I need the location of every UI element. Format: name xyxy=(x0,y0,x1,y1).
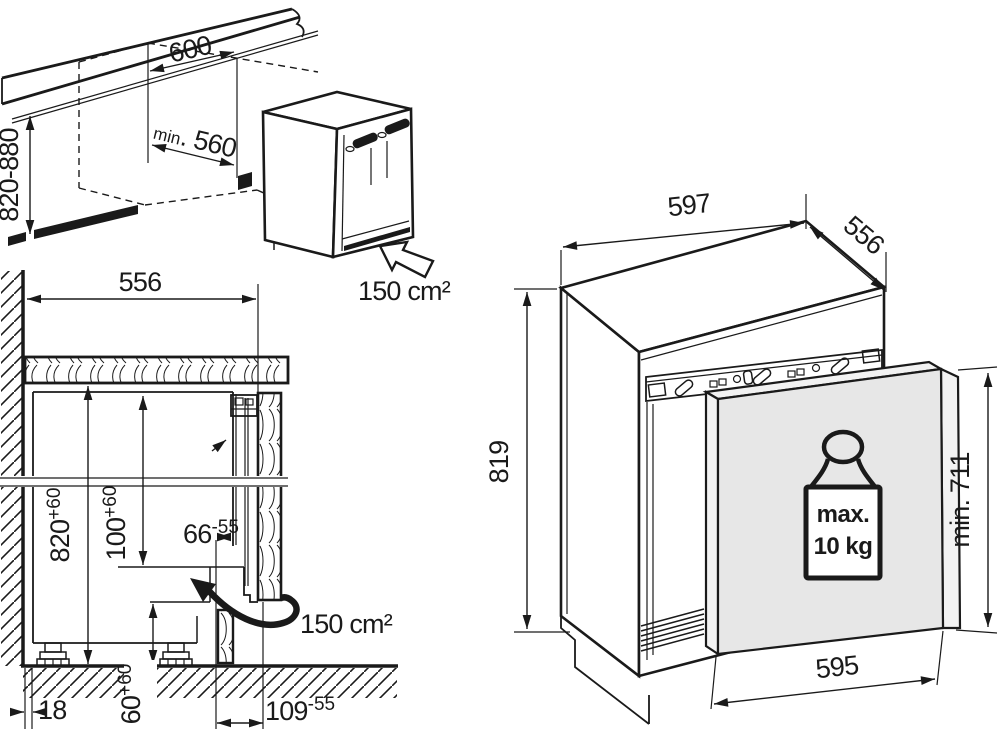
section-vent-area-label: 150 cm² xyxy=(300,609,393,639)
section-width-label: 556 xyxy=(119,267,162,297)
dimension-niche-depth: min. 560 xyxy=(151,115,239,166)
niche-vent-block xyxy=(238,172,252,190)
appliance-height-label: 819 xyxy=(484,441,514,484)
dimension-plinth-height: 60+60 xyxy=(115,604,158,728)
wall-hatching xyxy=(1,271,22,666)
furniture-door-section xyxy=(256,391,283,602)
base-clearance-label: 100+60 xyxy=(100,486,131,561)
door-weight-label-line2: 10 kg xyxy=(814,533,873,560)
rear-gap-label: 18 xyxy=(38,695,66,725)
plinth-depth-label: 109-55 xyxy=(265,694,335,726)
door-panel: max. 10 kg xyxy=(702,360,962,657)
section-break-lines xyxy=(0,476,289,487)
door-mounting-bracket xyxy=(211,394,258,453)
dimension-appliance-width: 597 xyxy=(560,188,807,285)
appliance-isometric-small xyxy=(261,90,415,259)
air-intake-arrow-icon xyxy=(378,240,435,279)
appliance-width-label: 597 xyxy=(666,188,712,222)
door-min-height-label: min. 711 xyxy=(945,452,975,547)
floor-hatching xyxy=(23,668,397,698)
max-door-weight-icon: max. 10 kg xyxy=(803,429,883,581)
dimension-plinth-depth: 109-55 xyxy=(217,602,335,729)
niche-floor-strip xyxy=(8,172,252,246)
cross-section-diagram: 556 820+60 100+60 66-55 18 60+60 xyxy=(0,267,398,729)
dimension-appliance-height: 819 xyxy=(484,288,570,633)
appliance-depth-label: 556 xyxy=(838,210,890,260)
niche-height-label: 820-880 xyxy=(0,128,24,222)
front-gap-label: 66-55 xyxy=(183,517,239,549)
plinth-board-section xyxy=(216,608,235,665)
dimension-door-min-height: min. 711 xyxy=(945,366,998,634)
vent-grille-strip xyxy=(344,227,410,251)
door-width-label: 595 xyxy=(814,650,860,685)
vent-grille-lines xyxy=(640,608,705,652)
plinth-base xyxy=(560,616,650,725)
worktop-section xyxy=(23,355,290,385)
plinth-height-label: 60+60 xyxy=(115,664,146,725)
appliance-dimensions-diagram: max. 10 kg 597 556 819 min. 711 xyxy=(484,188,998,725)
section-niche-height-label: 820+60 xyxy=(44,488,75,563)
dimension-front-gap: 66-55 xyxy=(183,517,239,729)
dimension-section-width: 556 xyxy=(27,267,259,420)
door-weight-label-line1: max. xyxy=(817,501,870,528)
dimension-niche-height: 820-880 xyxy=(0,116,35,234)
mounting-bracket-icons xyxy=(345,118,410,153)
adjustable-feet xyxy=(36,642,193,667)
niche-installation-diagram: 600 min. 560 820-880 xyxy=(0,7,452,306)
niche-depth-label: min. 560 xyxy=(151,115,239,164)
dimension-base-clearance: 100+60 xyxy=(100,396,148,565)
dimension-rear-gap: 18 xyxy=(10,668,67,729)
worktop-isometric xyxy=(1,7,319,124)
niche-vent-area-label: 150 cm² xyxy=(358,276,451,306)
dimension-niche-height-section: 820+60 xyxy=(44,386,93,664)
airflow-arrow-icon xyxy=(190,578,300,629)
dimension-door-width: 595 xyxy=(710,630,944,710)
